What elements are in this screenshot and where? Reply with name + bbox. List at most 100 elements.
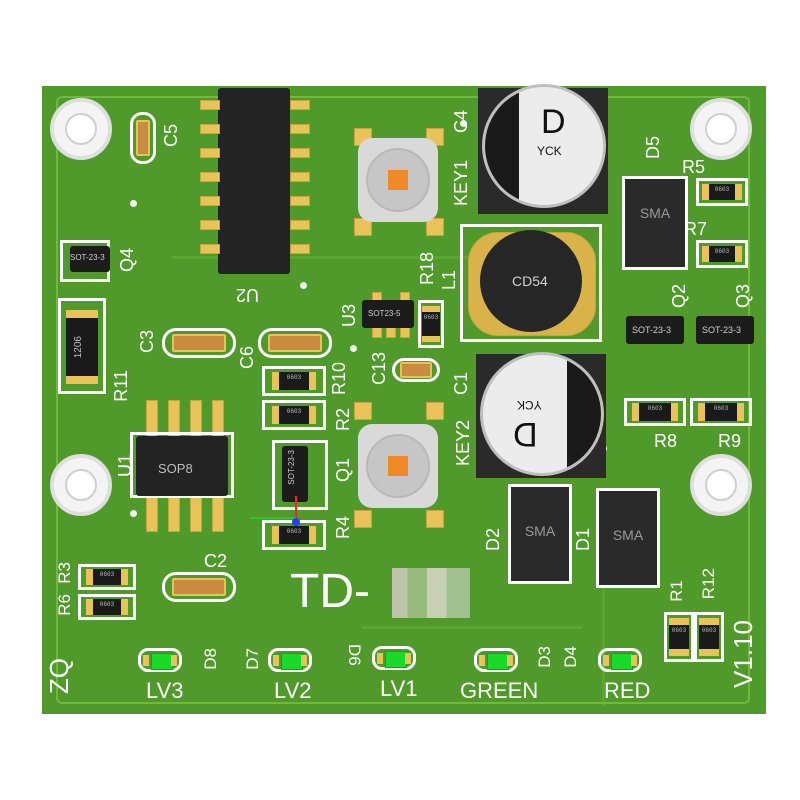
mounting-hole-top-left: [50, 98, 112, 160]
via: [130, 510, 137, 517]
c1-code-d: D: [513, 415, 538, 453]
r3-code: 0603: [99, 571, 115, 578]
l1-outline: [460, 224, 602, 342]
c1-capacitor: D YCK: [480, 352, 604, 476]
led-lens: [487, 653, 509, 670]
led-d7: [268, 648, 312, 672]
c5-label: C5: [161, 124, 181, 148]
c6-outline: [258, 328, 332, 358]
d5-package-label: SMA: [639, 205, 671, 221]
c1-code-yck: YCK: [517, 398, 542, 412]
r11-label: R11: [111, 370, 131, 402]
c1-label: C1: [451, 372, 471, 396]
key2-pad: [354, 402, 372, 420]
c5-capacitor: [136, 120, 150, 156]
via: [350, 345, 357, 352]
r8-resistor: 0603: [632, 403, 678, 421]
r9-resistor: 0603: [698, 403, 744, 421]
led-d3: [474, 648, 518, 672]
key2-switch: [358, 424, 438, 508]
u2-ic: [218, 88, 290, 274]
r11-resistor: [66, 310, 98, 384]
led-lens: [281, 653, 303, 670]
led-lens: [385, 651, 407, 668]
key2-button: [366, 434, 430, 498]
u1-pin: [146, 494, 158, 532]
u2-pin: [290, 172, 310, 182]
l1-label: L1: [439, 270, 459, 291]
r6-label: R6: [55, 594, 74, 616]
d5-label: D5: [643, 136, 663, 160]
d6-label: D6: [345, 644, 364, 666]
version-label: V1.10: [728, 620, 758, 688]
u2-pin: [200, 124, 220, 134]
u2-label: U2: [236, 285, 260, 305]
led-d6: [372, 646, 416, 670]
r11-package-label: 1206: [73, 336, 84, 359]
u2-pin: [200, 244, 220, 254]
key1-switch: [358, 138, 438, 222]
u2-pin: [290, 148, 310, 158]
r5-code: 0603: [714, 186, 730, 193]
r8-outline: [624, 398, 686, 426]
key2-pad: [354, 510, 372, 528]
u1-pin: [212, 494, 224, 532]
u2-pin: [200, 196, 220, 206]
q1-transistor: [282, 446, 308, 502]
r5-label: R5: [682, 157, 706, 177]
d8-label: D8: [201, 648, 220, 670]
q1-label: Q1: [333, 458, 353, 483]
c13-outline: [392, 358, 440, 382]
r18-code: 0603: [423, 314, 439, 321]
r3-label: R3: [55, 562, 74, 584]
r18-outline: [418, 300, 444, 348]
u3-label: U3: [339, 304, 359, 328]
r10-label: R10: [329, 362, 349, 396]
r1-code: 0603: [671, 627, 687, 634]
r2-code: 0603: [286, 408, 302, 415]
u2-pin: [290, 196, 310, 206]
via: [130, 200, 137, 207]
green-label: GREEN: [460, 678, 539, 703]
r12-label: R12: [699, 568, 718, 600]
c3-outline: [162, 328, 236, 358]
u1-outline: [130, 432, 234, 498]
c3-capacitor: [172, 334, 226, 352]
u1-label: U1: [115, 454, 135, 478]
r5-resistor: 0603: [702, 184, 742, 200]
r12-code: 0603: [701, 627, 717, 634]
q4-transistor: [70, 246, 110, 272]
r4-code: 0603: [286, 528, 302, 535]
q2-package-label: SOT-23-3: [632, 325, 672, 335]
key1-pad: [426, 218, 444, 236]
r6-code: 0603: [99, 601, 115, 608]
q2-transistor: [626, 316, 684, 344]
r7-code: 0603: [714, 248, 730, 255]
r3-resistor: 0603: [86, 569, 128, 585]
r5-outline: [696, 178, 748, 206]
d2-label: D2: [483, 528, 503, 552]
u2-pin: [290, 100, 310, 110]
c5-outline: [130, 112, 156, 164]
r2-resistor: 0603: [272, 406, 316, 424]
r4-label: R4: [333, 516, 353, 540]
u2-pin: [290, 244, 310, 254]
lv3-label: LV3: [146, 678, 184, 703]
c4-polarity-stripe: [485, 87, 519, 205]
c3-label: C3: [137, 330, 157, 354]
key1-button: [366, 148, 430, 212]
u1-package-label: SOP8: [158, 461, 193, 476]
d1-label: D1: [573, 528, 593, 552]
u2-pin: [200, 220, 220, 230]
c13-label: C13: [369, 352, 389, 386]
q2-label: Q2: [669, 284, 689, 309]
u2-pin: [200, 100, 220, 110]
d5-diode: SMA: [622, 176, 688, 270]
r10-resistor: 0603: [272, 372, 316, 390]
d3-label: D3: [535, 646, 554, 668]
key2-label: KEY2: [453, 420, 473, 467]
r6-outline: [78, 594, 136, 620]
r6-resistor: 0603: [86, 599, 128, 615]
d4-label: D4: [561, 646, 580, 668]
